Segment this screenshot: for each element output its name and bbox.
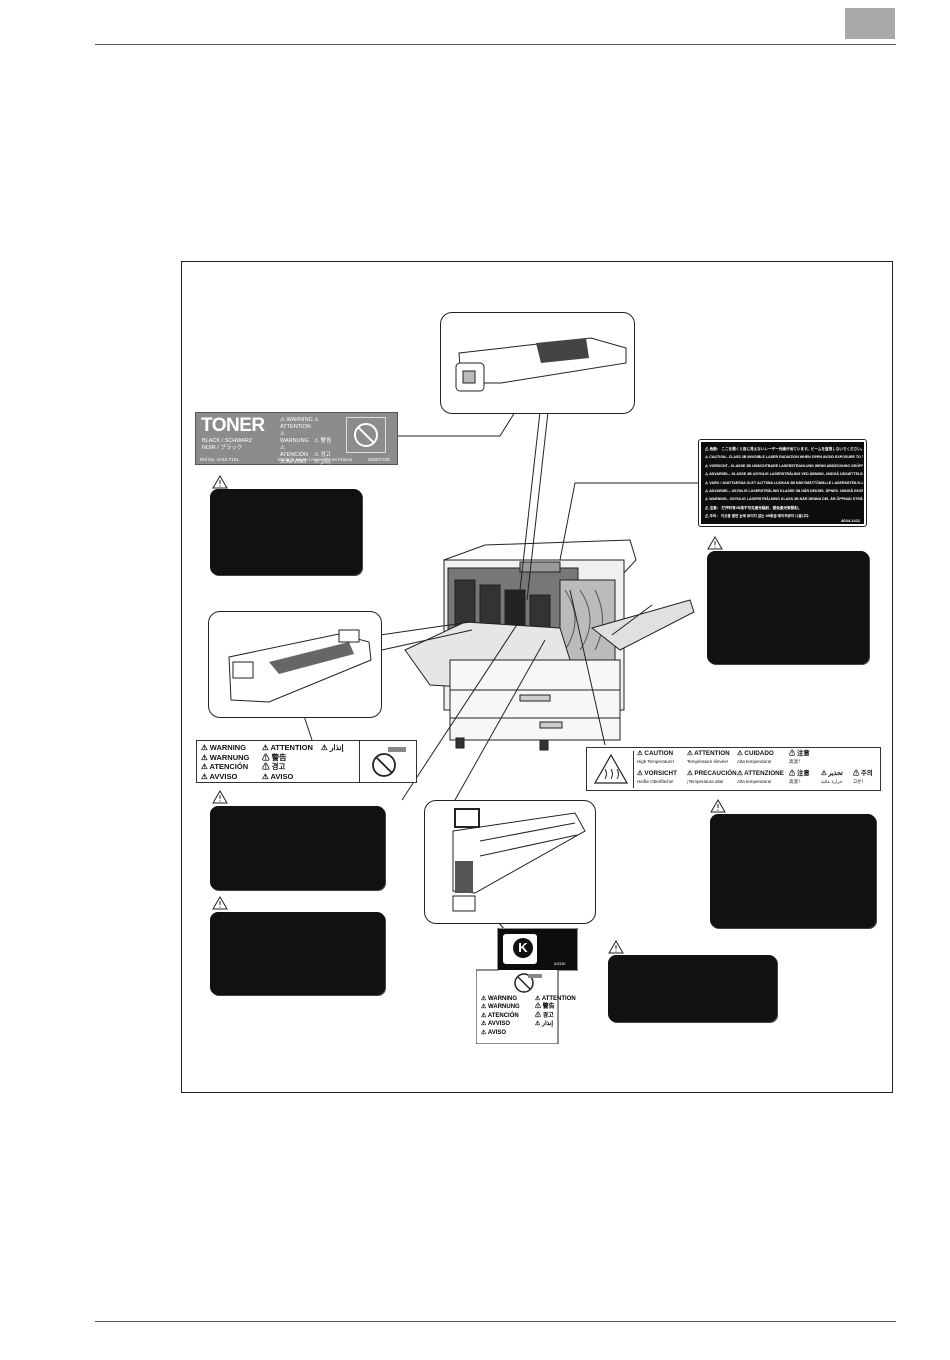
toner-label-footer-left: Ref No. 4A4Z-7101 — [200, 457, 239, 462]
waste-toner-box-drawing — [228, 629, 372, 703]
laser-label-line: ⚠ 危険： ここを開くと目に見えないレーザー光線が出ています。ビームを直視しない… — [705, 447, 863, 451]
warning-triangle-icon — [212, 790, 228, 804]
toner-label-footer-mid: Made in Japan / Assemblé en France — [278, 457, 353, 462]
waste-toner-warning-text-box — [210, 806, 385, 890]
drum-warning-text-box — [608, 955, 777, 1022]
laser-label-code: 4034-1411 — [841, 518, 860, 523]
warning-triangle-icon — [707, 536, 723, 550]
laser-label-line: ⚠ VORSICHT– KLASSE 3B UNSICHTBARE LASERS… — [705, 463, 863, 468]
heat-warning-text-box — [710, 814, 876, 928]
copier-machine-drawing — [404, 539, 695, 751]
laser-warning-text-box — [707, 551, 869, 664]
figure-frame — [181, 261, 893, 1093]
waste-toner-warning-text-box-2 — [210, 912, 385, 995]
laser-caution-label: ⚠ 危険： ここを開くと目に見えないレーザー光線が出ています。ビームを直視しない… — [698, 439, 867, 527]
drum-unit-callout — [424, 800, 596, 924]
laser-label-line: ⚠ CAUTION– CLASS 3B INVISIBLE LASER RADI… — [705, 455, 863, 460]
waste-toner-warning-label: ⚠ WARNING ⚠ WARNUNG ⚠ ATENCIÓN ⚠ AVVISO … — [196, 740, 417, 783]
laser-label-line: ⚠ ADVARSEL– KLASSE 3B USYNLIG LASERSTRÅL… — [705, 472, 863, 477]
warning-triangle-icon — [212, 475, 228, 489]
drum-unit-drawing — [452, 808, 586, 912]
toner-cartridge-drawing — [455, 337, 627, 392]
warning-triangle-icon — [212, 896, 228, 910]
toner-label: TONER BLACK / SCHWARZ NOIR / ブラック ⚠ WARN… — [195, 412, 398, 472]
toner-label-color: BLACK / SCHWARZ — [202, 438, 253, 444]
toner-cartridge-callout — [440, 312, 635, 414]
header-rule — [95, 44, 896, 45]
laser-label-line: ⚠ WARNING– OSYNLIG LASERSTRÅLNING KLASS … — [705, 497, 863, 502]
laser-label-line: ⚠ VARO ! AVATTAESSA OLET ALTTIINA LUOKAN… — [705, 480, 863, 485]
laser-label-line: ⚠ 注意： 打开时有3B类不可见激光辐射，避免激光束照射。 — [705, 505, 802, 510]
warning-triangle-icon — [608, 940, 624, 954]
no-fire-pictogram — [514, 973, 542, 993]
toner-warning-text-box — [210, 489, 362, 575]
toner-label-title: TONER — [201, 415, 265, 436]
toner-label-footer-right: SDB07235 — [368, 457, 390, 462]
waste-toner-box-callout — [208, 611, 382, 718]
toner-label-warnings: ⚠ WARNING⚠ ATTENTION ⚠ WARNUNG⚠ 警告 ⚠ ATE… — [280, 417, 332, 472]
no-fire-pictogram — [359, 741, 416, 782]
warning-triangle-icon — [710, 799, 726, 813]
laser-label-line: ⚠ ADVARSEL– USYNLIG LASERSTRÅLING KLASSE… — [705, 489, 863, 494]
hot-surface-icon — [591, 751, 634, 788]
laser-label-line: ⚠ 주의： 이곳을 열면 눈에 보이지 않는 3B등급 레이저광이 나옵니다. — [705, 514, 810, 519]
chapter-tab — [845, 8, 895, 39]
no-fire-pictogram — [346, 417, 386, 453]
toner-label-color-2: NOIR / ブラック — [202, 445, 243, 451]
drum-color-badge: K — [507, 935, 539, 963]
drum-label-small-text: IU313K — [554, 962, 566, 966]
footer-rule — [95, 1321, 896, 1322]
